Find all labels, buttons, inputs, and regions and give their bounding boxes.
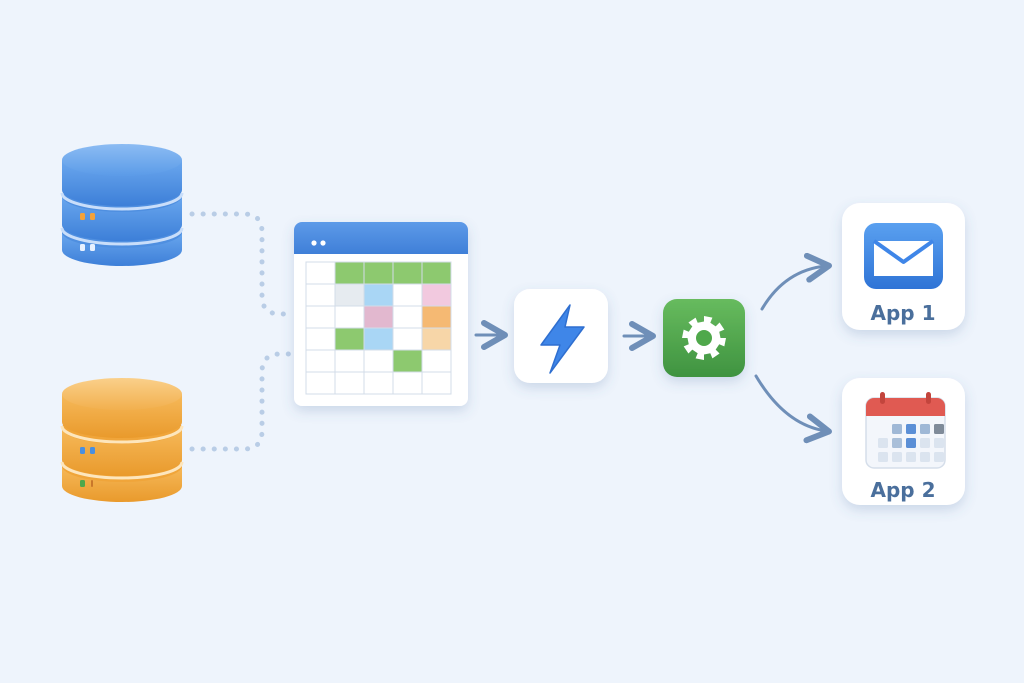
app-card-2[interactable]: App 2	[842, 378, 965, 505]
database-icon	[60, 378, 184, 502]
spreadsheet-icon	[294, 222, 468, 406]
flow-arrow	[754, 374, 832, 444]
app-label: App 2	[871, 478, 936, 502]
gear-icon	[663, 299, 745, 377]
app-label: App 1	[871, 301, 936, 325]
database-icon	[60, 144, 184, 266]
mail-icon	[864, 223, 943, 289]
app-card-1[interactable]: App 1	[842, 203, 965, 330]
lightning-icon	[514, 289, 608, 383]
flow-arrow	[760, 252, 832, 311]
connector-line	[189, 351, 293, 452]
calendar-icon	[865, 392, 946, 469]
connector-line	[189, 211, 293, 317]
